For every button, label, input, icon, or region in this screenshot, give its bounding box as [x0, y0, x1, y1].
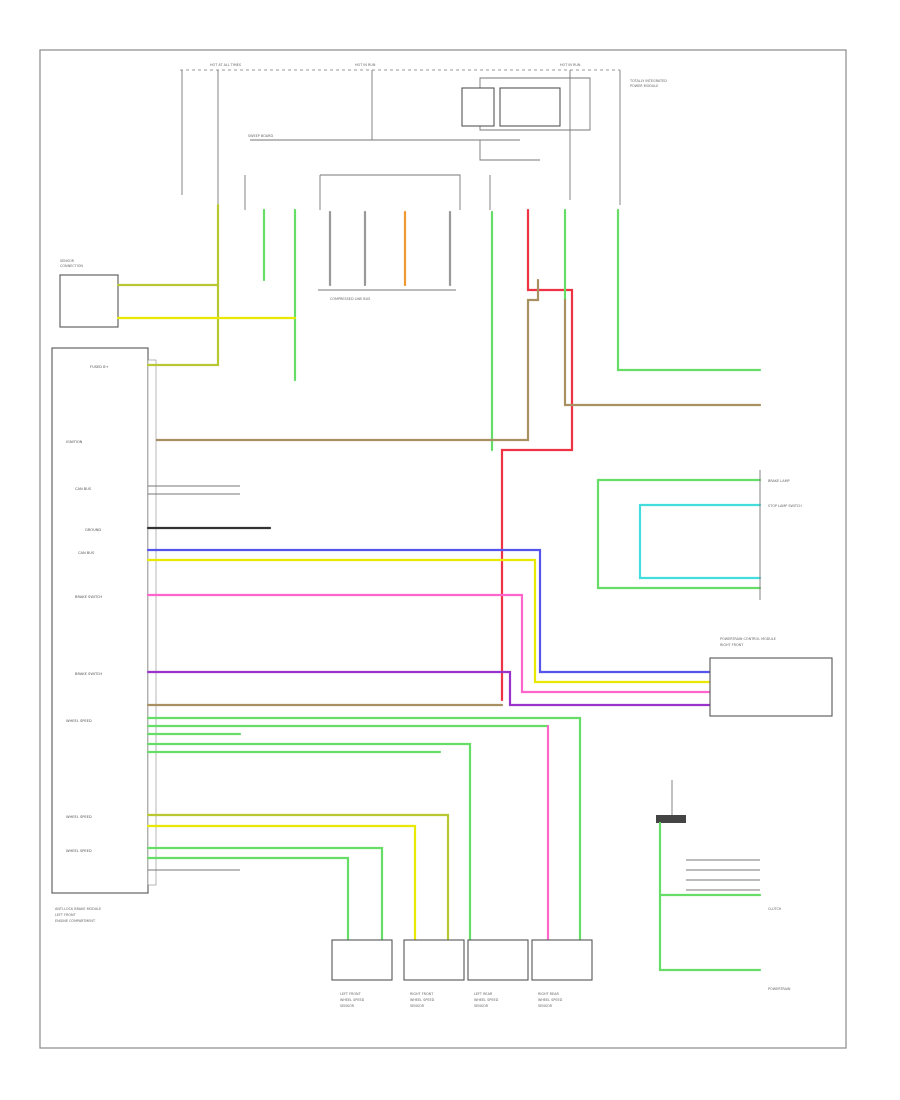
svg-text:ENGINE COMPARTMENT: ENGINE COMPARTMENT [55, 919, 96, 923]
wire-green-abs-4 [146, 742, 472, 942]
wire-purple-brake [146, 670, 712, 707]
svg-text:LEFT FRONT: LEFT FRONT [340, 992, 362, 996]
abs-connector-pins [147, 359, 157, 886]
wire-blue-can [146, 548, 712, 674]
tipm-connector-block: COMPRESSED LINE BUS [244, 174, 491, 301]
svg-text:BRAKE SWITCH: BRAKE SWITCH [75, 595, 102, 599]
wheel-speed-sensor-lr: LEFT REAR WHEEL SPEED SENSOR [467, 939, 529, 1008]
svg-text:RIGHT FRONT: RIGHT FRONT [410, 992, 434, 996]
wheel-speed-sensor-lf: LEFT FRONT WHEEL SPEED SENSOR [331, 939, 393, 1008]
powertrain-control-module: POWERTRAIN CONTROL MODULE RIGHT FRONT [709, 637, 833, 717]
svg-text:SENSOR: SENSOR [340, 1004, 355, 1008]
svg-text:ANTI-LOCK BRAKE MODULE: ANTI-LOCK BRAKE MODULE [55, 907, 101, 911]
svg-text:RIGHT REAR: RIGHT REAR [538, 992, 559, 996]
clutch-switch-connector: CLUTCH POWERTRAIN [656, 780, 791, 991]
svg-text:RIGHT FRONT: RIGHT FRONT [720, 643, 744, 647]
svg-text:SENSOR: SENSOR [538, 1004, 553, 1008]
svg-text:WHEEL SPEED: WHEEL SPEED [66, 719, 92, 723]
svg-text:HOT IN RUN: HOT IN RUN [560, 63, 581, 67]
sensor-left-top: SENSOR CONNECTION [59, 259, 119, 328]
svg-text:WHEEL SPEED: WHEEL SPEED [66, 849, 92, 853]
svg-text:SENSOR: SENSOR [410, 1004, 425, 1008]
wire-pink-brake [146, 593, 712, 694]
wire-tan-tipm [146, 278, 540, 442]
wire-green-lf-1 [146, 846, 384, 942]
svg-text:CONNECTION: CONNECTION [60, 264, 83, 268]
wire-yellow-can [146, 558, 712, 684]
svg-text:WHEEL SPEED: WHEEL SPEED [474, 998, 499, 1002]
svg-text:STOP LAMP SWITCH: STOP LAMP SWITCH [768, 504, 802, 508]
svg-text:LEFT REAR: LEFT REAR [474, 992, 493, 996]
svg-text:TOTALLY INTEGRATED: TOTALLY INTEGRATED [629, 79, 667, 83]
fuse-block-top: HOT AT ALL TIMES HOT IN RUN HOT IN RUN T… [180, 63, 667, 205]
svg-text:LEFT FRONT: LEFT FRONT [55, 913, 77, 917]
svg-text:WHEEL SPEED: WHEEL SPEED [66, 815, 92, 819]
wire-green-abs-1 [146, 716, 582, 942]
svg-text:POWERTRAIN CONTROL MODULE: POWERTRAIN CONTROL MODULE [720, 637, 776, 641]
abs-module: ANTI-LOCK BRAKE MODULE LEFT FRONT ENGINE… [51, 347, 149, 923]
svg-text:CAN BUS: CAN BUS [75, 487, 92, 491]
svg-text:CAN BUS: CAN BUS [78, 551, 95, 555]
svg-text:HOT IN RUN: HOT IN RUN [355, 63, 376, 67]
svg-text:BRAKE LAMP: BRAKE LAMP [768, 479, 790, 483]
svg-text:SENSOR: SENSOR [60, 259, 75, 263]
abs-pin-labels: FUSED B+ IGNITION CAN BUS GROUND CAN BUS… [66, 365, 109, 853]
svg-text:BRAKE SWITCH: BRAKE SWITCH [75, 672, 102, 676]
svg-text:CLUTCH: CLUTCH [768, 907, 782, 911]
brake-lamp-switch: BRAKE LAMP STOP LAMP SWITCH [596, 470, 802, 600]
svg-text:WHEEL SPEED: WHEEL SPEED [340, 998, 365, 1002]
wheel-speed-sensor-rf: RIGHT FRONT WHEEL SPEED SENSOR [403, 939, 465, 1008]
diagram-frame [39, 49, 847, 1049]
wire-yellow-rf [146, 824, 417, 942]
svg-text:POWER MODULE: POWER MODULE [630, 84, 658, 88]
svg-text:SWEEP BOARD: SWEEP BOARD [248, 134, 273, 138]
wire-red-tipm [500, 208, 574, 702]
wire-tan-right [563, 298, 762, 407]
svg-text:POWERTRAIN: POWERTRAIN [768, 987, 791, 991]
wire-yellow-green-rf [146, 813, 450, 942]
svg-text:IGNITION: IGNITION [66, 440, 83, 444]
svg-text:FUSED B+: FUSED B+ [90, 365, 109, 369]
wire-green-lf-2 [146, 856, 350, 942]
wire-green-clockspring [616, 208, 762, 372]
svg-text:WHEEL SPEED: WHEEL SPEED [410, 998, 435, 1002]
svg-text:COMPRESSED LINE BUS: COMPRESSED LINE BUS [330, 297, 370, 301]
svg-text:GROUND: GROUND [85, 528, 101, 532]
svg-text:SENSOR: SENSOR [474, 1004, 489, 1008]
svg-text:HOT AT ALL TIMES: HOT AT ALL TIMES [210, 63, 241, 67]
svg-text:WHEEL SPEED: WHEEL SPEED [538, 998, 563, 1002]
wheel-speed-sensor-rr: RIGHT REAR WHEEL SPEED SENSOR [531, 939, 593, 1008]
wire-yellow-green-abs [146, 353, 220, 367]
